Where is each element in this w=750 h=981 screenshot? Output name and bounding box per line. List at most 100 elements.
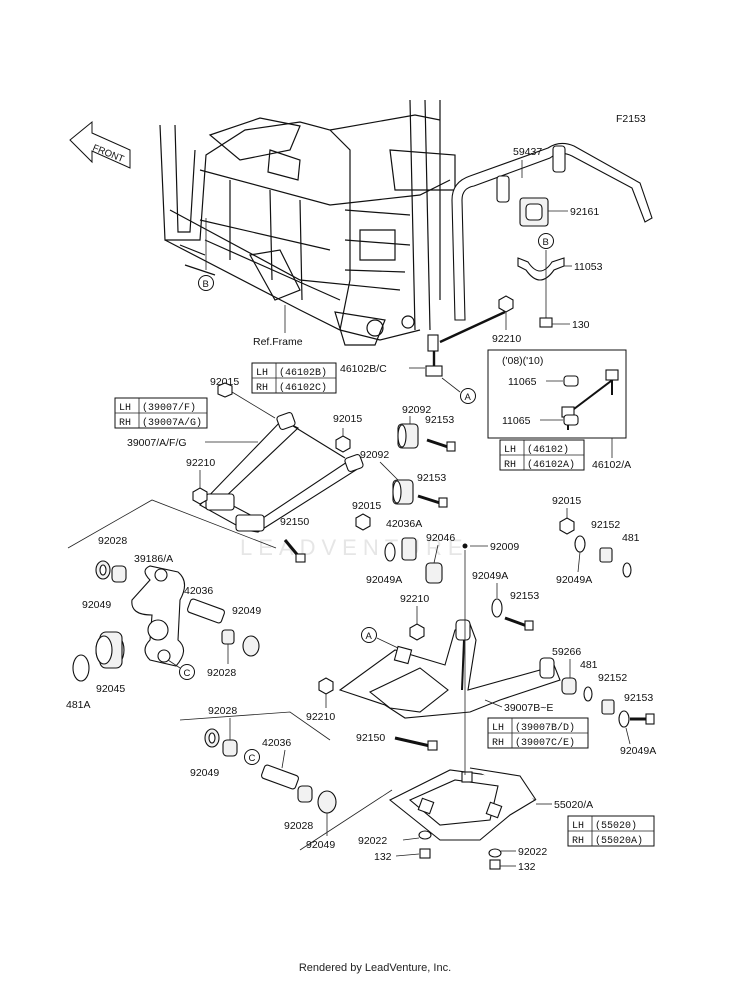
part-92092-a[interactable]: 92092 — [402, 404, 431, 416]
bolt-92150-b — [394, 736, 438, 751]
link-46102-detail — [561, 369, 619, 430]
ring-481-b — [583, 686, 593, 702]
collar-92028-d — [297, 785, 313, 803]
part-92153-b[interactable]: 92153 — [417, 472, 446, 484]
part-42036a[interactable]: 42036A — [386, 518, 422, 530]
callout-b-frame[interactable] — [198, 275, 214, 291]
footer-credit: Rendered by LeadVenture, Inc. — [298, 962, 452, 974]
part-92210-top[interactable]: 92210 — [492, 333, 521, 345]
nut-92210-a — [192, 487, 208, 505]
part-39007be[interactable]: 39007B~E — [504, 702, 553, 714]
part-92210-a[interactable]: 92210 — [186, 457, 215, 469]
part-92049-c[interactable]: 92049 — [190, 767, 219, 779]
part-59437[interactable]: 59437 — [513, 146, 542, 158]
collar-92028-a — [111, 565, 127, 583]
part-46102bc[interactable]: 46102B/C — [340, 363, 387, 375]
callout-c-pivot-letter: C — [249, 753, 256, 764]
part-39186[interactable]: 39186/A — [134, 553, 173, 565]
nut-92015-a — [217, 382, 233, 398]
part-92028-c[interactable]: 92028 — [208, 705, 237, 717]
callout-a-link[interactable] — [460, 388, 476, 404]
bolt-92150-a — [283, 539, 306, 563]
part-92015-a[interactable]: 92015 — [210, 376, 239, 388]
bushing-92092-a — [397, 423, 419, 449]
part-130[interactable]: 130 — [572, 319, 590, 331]
part-481-b[interactable]: 481 — [580, 659, 598, 671]
svg-text:LH: LH — [504, 445, 516, 456]
bolt-92153-c — [504, 616, 534, 631]
part-92022-b[interactable]: 92022 — [518, 846, 547, 858]
part-92028-b[interactable]: 92028 — [207, 667, 236, 679]
washer-92022-b — [488, 848, 502, 858]
part-92049-b[interactable]: 92049 — [232, 605, 261, 617]
nut-92210-b — [409, 623, 425, 641]
bolt-132-a — [419, 848, 431, 859]
ring-481-a — [622, 562, 632, 578]
part-39007[interactable]: 39007/A/F/G — [127, 437, 187, 449]
part-11065-a[interactable]: 11065 — [508, 376, 537, 388]
part-92049a-d[interactable]: 92049A — [620, 745, 656, 757]
part-59266[interactable]: 59266 — [552, 646, 581, 658]
part-92150-a[interactable]: 92150 — [280, 516, 309, 528]
part-92153-c[interactable]: 92153 — [510, 590, 539, 602]
part-92153-a[interactable]: 92153 — [425, 414, 454, 426]
callout-b-frame-letter: B — [203, 279, 209, 290]
part-132-b[interactable]: 132 — [518, 861, 536, 873]
callout-b-clamp[interactable] — [538, 233, 554, 249]
svg-text:(46102B): (46102B) — [279, 367, 327, 379]
svg-text:LH: LH — [492, 723, 504, 734]
part-92046[interactable]: 92046 — [426, 532, 455, 544]
callout-a-arm[interactable] — [361, 627, 377, 643]
washer-92049a-d — [618, 710, 630, 728]
part-481-a[interactable]: 481 — [622, 532, 640, 544]
part-92049a-a[interactable]: 92049A — [366, 574, 402, 586]
part-92153-d[interactable]: 92153 — [624, 692, 653, 704]
callout-c-pivot[interactable] — [244, 749, 260, 765]
svg-text:(39007C/E): (39007C/E) — [515, 737, 575, 749]
part-92049-a[interactable]: 92049 — [82, 599, 111, 611]
table-55020: LH (55020) RH (55020A) — [567, 815, 655, 847]
part-92049-d[interactable]: 92049 — [306, 839, 335, 851]
part-46102a[interactable]: 46102/A — [592, 459, 631, 471]
part-92022-a[interactable]: 92022 — [358, 835, 387, 847]
bolt-92153-d — [630, 713, 655, 725]
part-92028-d[interactable]: 92028 — [284, 820, 313, 832]
part-11065-b[interactable]: 11065 — [502, 415, 531, 427]
part-92152-b[interactable]: 92152 — [598, 672, 627, 684]
part-92009[interactable]: 92009 — [490, 541, 519, 553]
svg-text:(46102C): (46102C) — [279, 382, 327, 394]
part-92150-b[interactable]: 92150 — [356, 732, 385, 744]
svg-text:(39007A/G): (39007A/G) — [142, 417, 202, 429]
part-132-a[interactable]: 132 — [374, 851, 392, 863]
part-92161[interactable]: 92161 — [570, 206, 599, 218]
part-92049a-b[interactable]: 92049A — [472, 570, 508, 582]
part-92049a-c[interactable]: 92049A — [556, 574, 592, 586]
svg-text:LH: LH — [119, 403, 131, 414]
bolt-92153-a — [426, 438, 456, 452]
circlip-481a — [72, 654, 90, 682]
washer-92049a-c — [574, 535, 586, 553]
svg-text:LH: LH — [572, 821, 584, 832]
part-92210-c[interactable]: 92210 — [306, 711, 335, 723]
svg-text:(39007B/D): (39007B/D) — [515, 722, 575, 734]
part-92015-b[interactable]: 92015 — [333, 413, 362, 425]
part-92210-b[interactable]: 92210 — [400, 593, 429, 605]
part-42036-b[interactable]: 42036 — [262, 737, 291, 749]
callout-a-link-letter: A — [465, 392, 472, 403]
callout-c-knuckle[interactable] — [179, 664, 195, 680]
part-92092-b[interactable]: 92092 — [360, 449, 389, 461]
part-481a[interactable]: 481A — [66, 699, 91, 711]
bolt-130 — [539, 317, 553, 328]
part-55020[interactable]: 55020/A — [554, 799, 593, 811]
nut-92210-top — [498, 295, 514, 313]
part-92015-c[interactable]: 92015 — [352, 500, 381, 512]
part-42036-a[interactable]: 42036 — [184, 585, 213, 597]
part-92028-a[interactable]: 92028 — [98, 535, 127, 547]
svg-text:(46102A): (46102A) — [527, 459, 575, 471]
front-arrow-icon — [69, 120, 131, 169]
part-92152-a[interactable]: 92152 — [591, 519, 620, 531]
part-92015-d[interactable]: 92015 — [552, 495, 581, 507]
part-11053[interactable]: 11053 — [574, 261, 603, 273]
bushing-92049-c — [204, 728, 220, 748]
part-92045[interactable]: 92045 — [96, 683, 125, 695]
